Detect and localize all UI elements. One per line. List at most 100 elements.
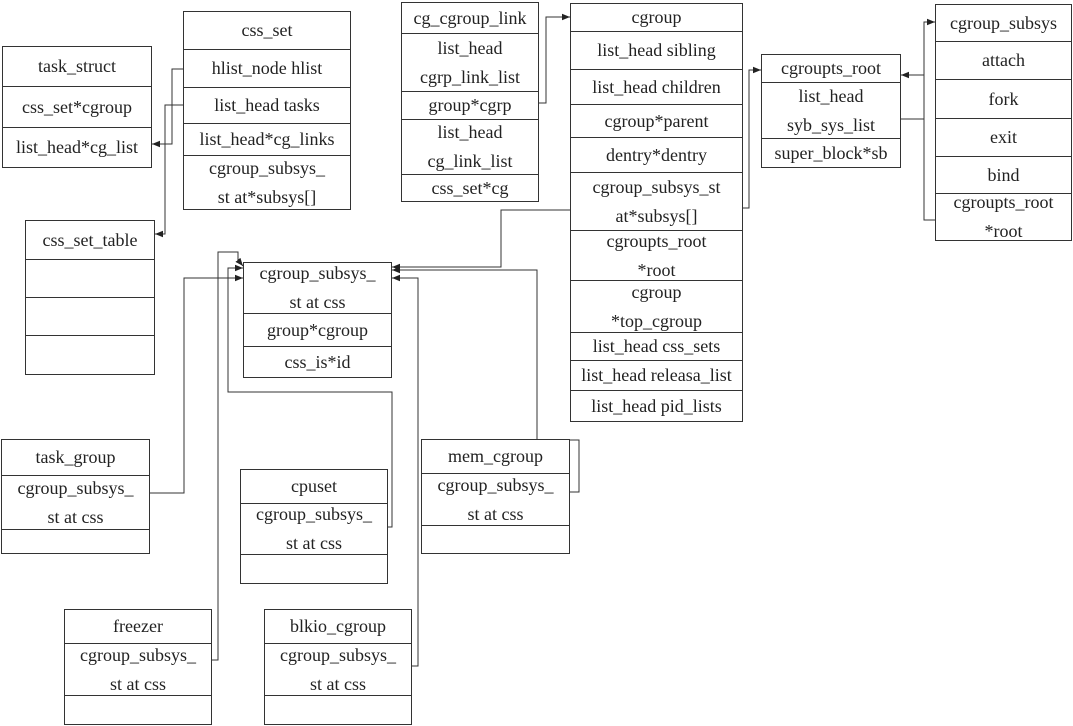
cell-id: css_is*id xyxy=(284,351,351,372)
cell-title: cgroup_subsys xyxy=(936,5,1071,42)
connector-cgroup-subsys-to-css xyxy=(392,209,570,271)
cell-cg-links: list_head*cg_links xyxy=(184,124,350,156)
box-cgroupts-root: cgroupts_root list_head syb_sys_list supe… xyxy=(761,54,901,168)
cell-sibling: list_head sibling xyxy=(571,32,742,70)
cell-line: st at css xyxy=(286,533,342,553)
cell-line: syb_sys_list xyxy=(786,114,876,135)
box-cgroup-subsys: cgroup_subsys attach fork exit bind cgro… xyxy=(935,4,1072,241)
cell-line: st at css xyxy=(289,292,346,312)
connector-subsys-to-cgroupts-root xyxy=(743,66,761,209)
cell-title: blkio_cgroup xyxy=(265,610,411,644)
cell-css: cgroup_subsys_st at css xyxy=(422,474,569,526)
cell-title: task_group xyxy=(2,440,149,476)
cell-line: cgroupts_root xyxy=(606,230,707,251)
cell-title: cgroupts_root xyxy=(762,55,900,83)
cell-cg-list: list_head*cg_list xyxy=(16,137,138,157)
cell-bind: bind xyxy=(936,157,1071,194)
cell-subsys: cgroup_subsys_st at*subsys[] xyxy=(184,156,350,209)
connector-blkio-to-css xyxy=(392,274,419,667)
cell-line: *root xyxy=(984,221,1023,241)
cell-title: cgroup xyxy=(571,4,742,32)
cell-cgroup: group*cgroup xyxy=(244,314,391,347)
connector-task-group-to-css xyxy=(150,274,243,494)
cell-line: cgroup xyxy=(631,281,682,302)
box-cgroup-subsys-state: cgroup_subsys_st at css group*cgroup css… xyxy=(243,262,392,378)
box-css-set: css_set hlist_node hlist list_head tasks… xyxy=(183,11,351,210)
cell-css: cgroup_subsys_st at css xyxy=(2,476,149,530)
box-blkio-cgroup: blkio_cgroup cgroup_subsys_st at css xyxy=(264,609,412,725)
cell-dentry: dentry*dentry xyxy=(571,138,742,173)
box-task-group: task_group cgroup_subsys_st at css xyxy=(1,439,150,554)
cell-cgrp: group*cgrp xyxy=(402,92,538,120)
cell-line: st at*subsys[] xyxy=(217,186,317,207)
cell-super-block: super_block*sb xyxy=(774,142,888,163)
cell-release-list: list_head releasa_list xyxy=(571,361,742,391)
cell-line: st at css xyxy=(110,673,166,694)
cell-title: mem_cgroup xyxy=(422,440,569,474)
cell-root: cgroupts_root *root xyxy=(571,231,742,281)
cell-line: cgroup_subsys_ xyxy=(256,504,372,524)
box-freezer: freezer cgroup_subsys_st at css xyxy=(64,609,212,725)
cell-line: st at css xyxy=(47,506,104,527)
cell-line: list_head xyxy=(437,122,503,142)
cell-empty xyxy=(422,526,569,553)
cell-children: list_head children xyxy=(571,70,742,105)
cell-line: cgroup_subsys_ xyxy=(259,263,376,283)
box-mem-cgroup: mem_cgroup cgroup_subsys_st at css xyxy=(421,439,570,554)
cell-title: task_struct xyxy=(3,47,151,87)
cell-line: cgroup_subsys_ xyxy=(80,644,196,665)
cell-syb-sys-list: list_head syb_sys_list xyxy=(762,83,900,139)
cell-root: cgroupts_root*root xyxy=(936,192,1071,241)
cell-parent: cgroup*parent xyxy=(571,105,742,138)
cell-css: cgroup_subsys_st at css xyxy=(265,644,411,696)
cell-empty xyxy=(2,530,149,553)
connector-cpuset-to-css xyxy=(227,264,393,528)
cell-line: cgroup_subsys_ xyxy=(17,477,134,498)
connector-cgrp-to-cgroup xyxy=(539,13,570,104)
cell-attach: attach xyxy=(936,42,1071,80)
cell-title: css_set_table xyxy=(26,221,154,260)
cell-hlist: hlist_node hlist xyxy=(184,50,350,88)
cell-title: cg_cgroup_link xyxy=(402,3,538,34)
cell-css: cgroup_subsys_st at css xyxy=(65,644,211,696)
cell-line: *top_cgroup xyxy=(611,310,702,331)
cell-title: cpuset xyxy=(241,470,387,504)
box-cgroup: cgroup list_head sibling list_head child… xyxy=(570,3,743,422)
cell-empty xyxy=(65,696,211,724)
connector-root-to-cgroupts-root xyxy=(901,71,935,221)
box-task-struct: task_struct css_set*cgroup list_head*cg_… xyxy=(2,46,152,168)
connector-hlist-to-cg-list xyxy=(152,68,183,148)
connector-freezer-to-css xyxy=(212,251,244,661)
cell-title: freezer xyxy=(65,610,211,644)
cell-line: cgrp_link_list xyxy=(420,66,520,87)
cell-line: cgroup_subsys_st xyxy=(592,176,721,197)
cell-css: cgroup_subsys_st at css xyxy=(241,504,387,555)
cell-empty xyxy=(241,555,387,583)
cell-empty xyxy=(26,260,154,298)
cell-pid-lists: list_head pid_lists xyxy=(591,395,722,416)
cell-cg: css_set*cg xyxy=(431,177,509,198)
cell-css: cgroup_subsys_st at css xyxy=(244,263,391,314)
cell-exit: exit xyxy=(936,119,1071,157)
cell-line: cgroup_subsys_ xyxy=(437,474,554,495)
connector-syb-sys-list-to-cgroup-subsys xyxy=(901,18,935,120)
box-css-set-table: css_set_table xyxy=(25,220,155,375)
cell-empty xyxy=(26,298,154,336)
cell-line: st at css xyxy=(310,673,366,694)
connector-tasks-to-css-set-table xyxy=(155,104,183,238)
cell-title: css_set xyxy=(184,12,350,50)
cell-line: list_head xyxy=(798,85,864,106)
cell-empty xyxy=(26,336,154,374)
cell-css-sets: list_head css_sets xyxy=(571,333,742,361)
cell-tasks: list_head tasks xyxy=(184,88,350,124)
cell-empty xyxy=(265,696,411,724)
cell-line: cgroup_subsys_ xyxy=(209,157,325,178)
cell-line: *root xyxy=(637,259,676,280)
cell-line: cgroup_subsys_ xyxy=(280,644,396,665)
cell-line: cg_link_list xyxy=(427,151,513,171)
cell-line: st at css xyxy=(467,503,524,524)
cell-css-set-cgroup: css_set*cgroup xyxy=(3,87,151,128)
